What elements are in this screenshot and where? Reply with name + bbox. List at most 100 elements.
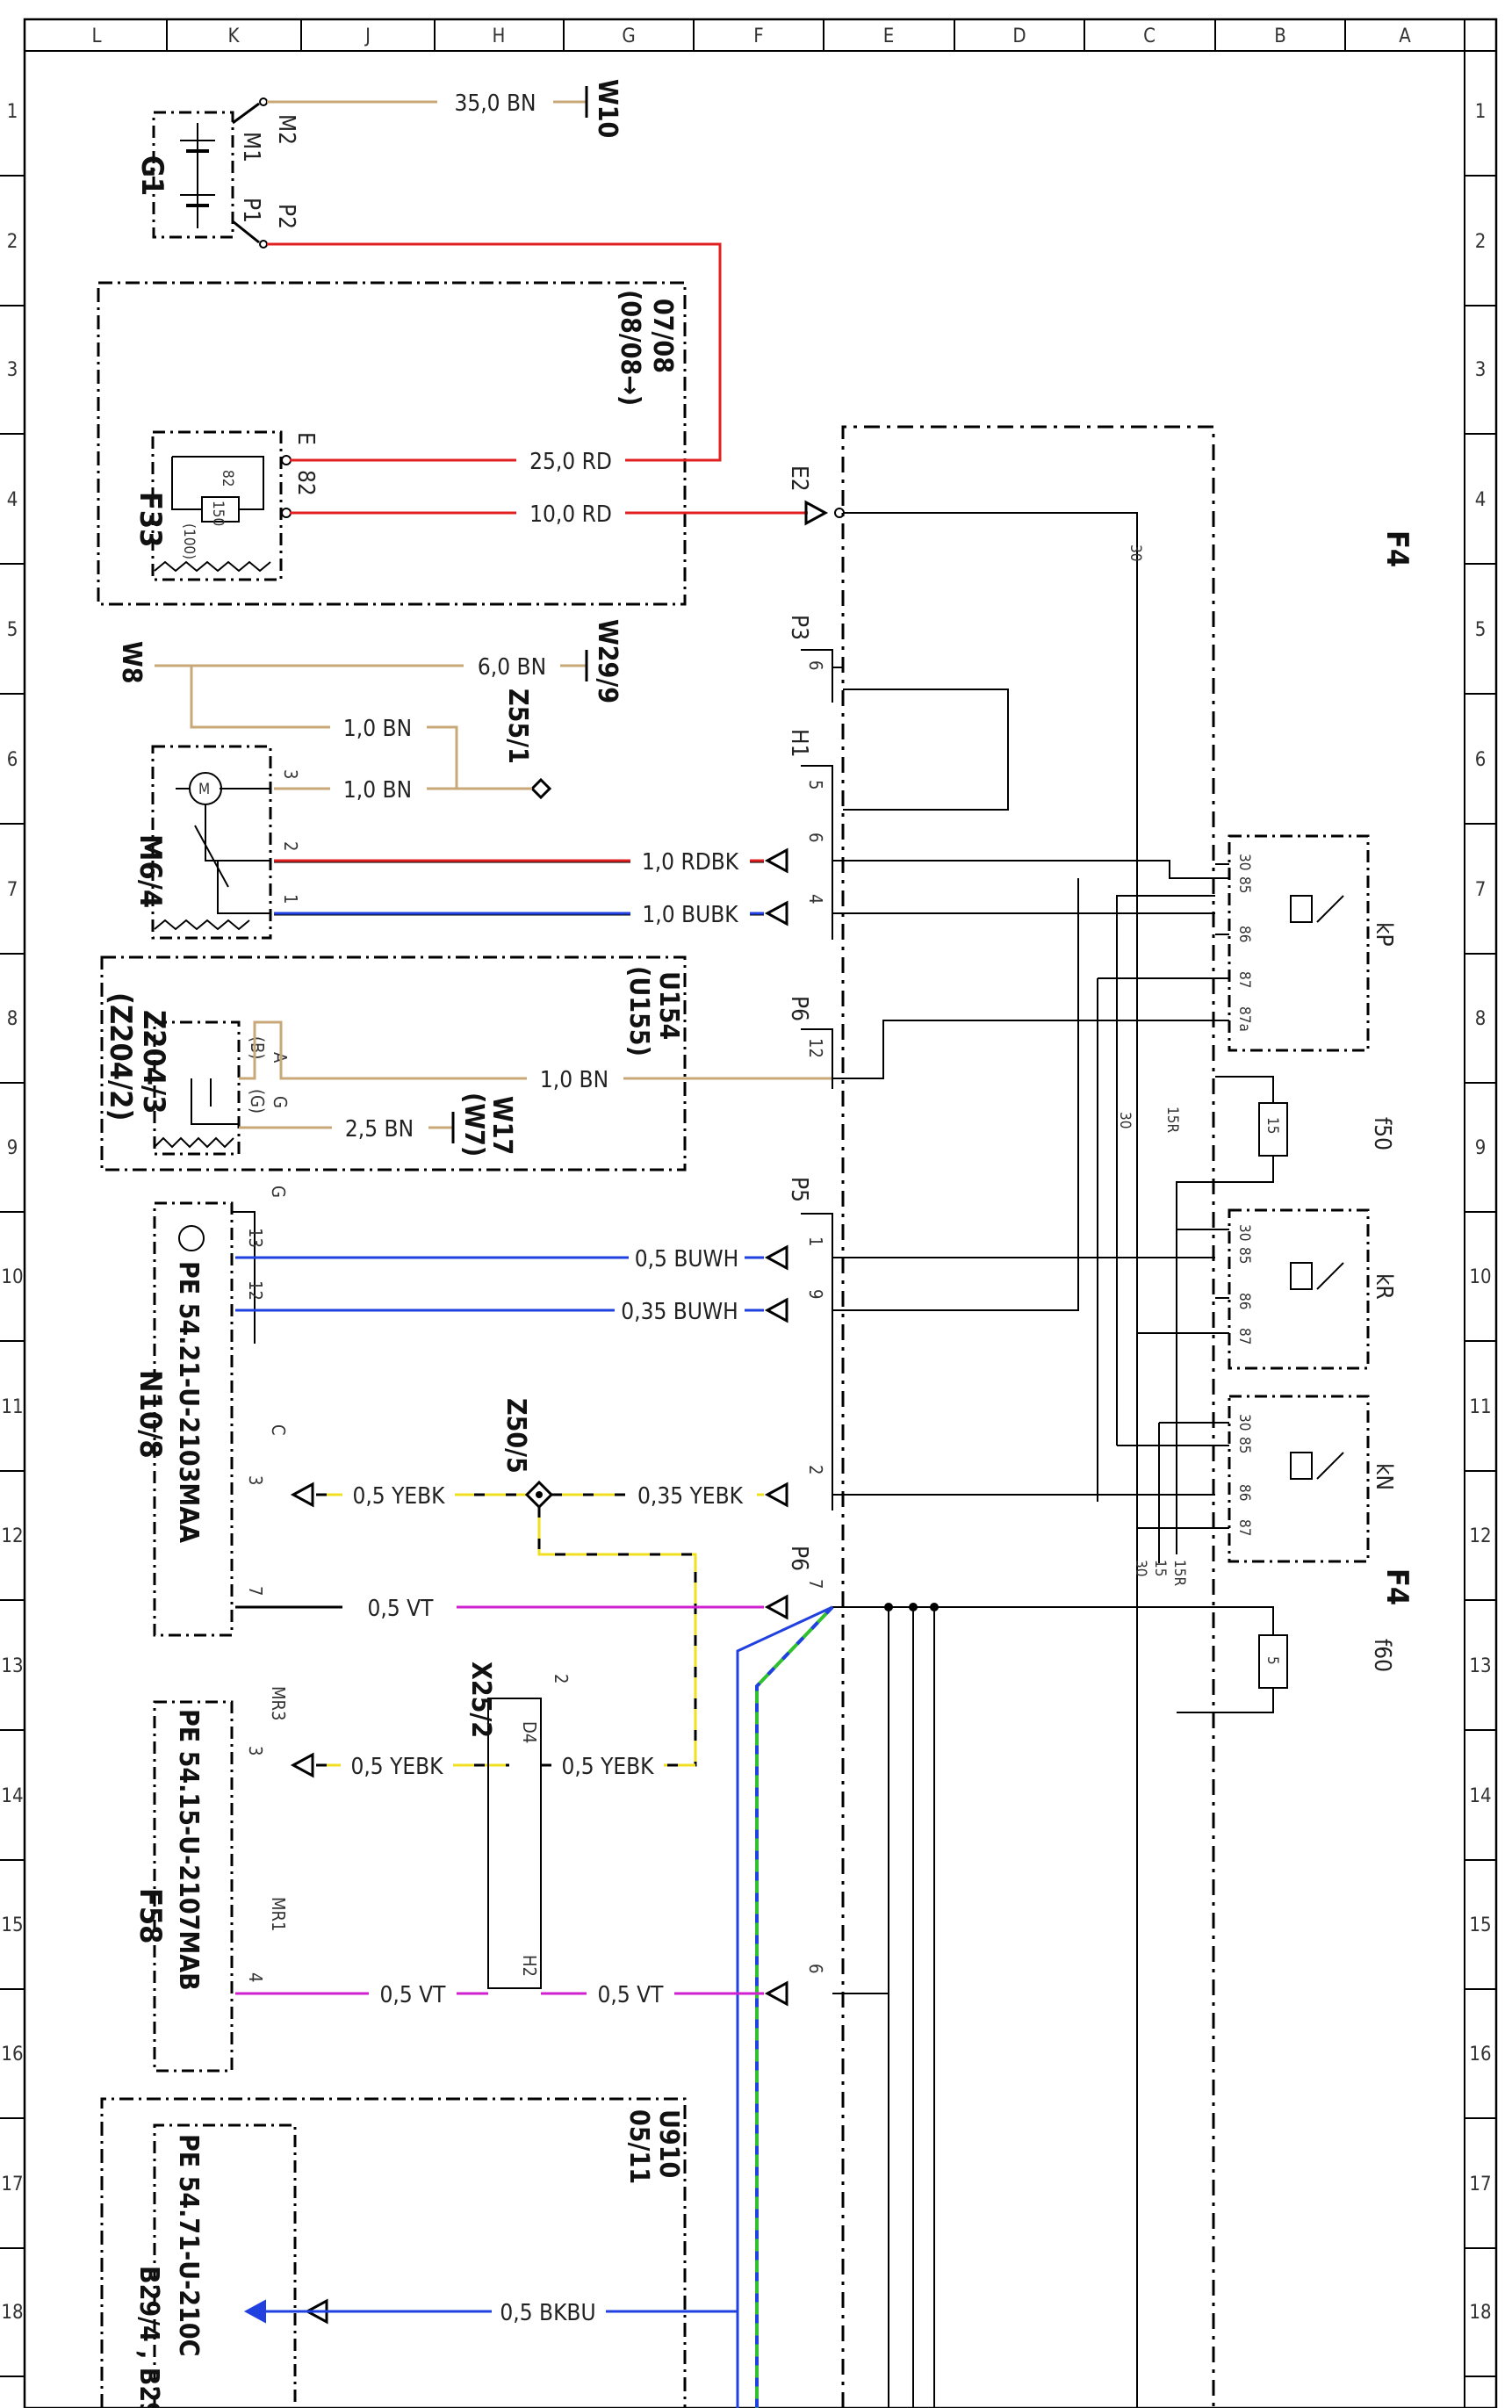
f33-ref2: (08/08→) xyxy=(615,290,645,406)
x25-d4: D4 xyxy=(519,1721,540,1743)
g1-label: G1 xyxy=(134,155,169,196)
grid-letter-l: L xyxy=(91,25,101,47)
m64-pin2: 2 xyxy=(280,841,301,851)
z204-b: (B) xyxy=(247,1036,268,1059)
p6-pin6: 6 xyxy=(805,1964,826,1973)
u910-ref: 05/11 xyxy=(623,2109,654,2184)
u155-label: (U155) xyxy=(623,966,654,1056)
f58-label: F58 xyxy=(133,1888,168,1943)
grid-letter-j: J xyxy=(364,25,371,47)
row-3-left: 3 xyxy=(7,359,18,381)
w8-label: W8 xyxy=(116,641,147,684)
z55-1-label: Z55/1 xyxy=(502,689,533,764)
row-1-right: 1 xyxy=(1475,101,1487,123)
n10-8-module: N10/8 PE 54.21-U-2103MAA xyxy=(133,1201,234,1637)
row-11-right: 11 xyxy=(1469,1396,1491,1418)
z204-2-label: (Z204/2) xyxy=(103,992,138,1121)
row-17-right: 17 xyxy=(1469,2174,1491,2195)
kp-30: 30 xyxy=(1235,854,1253,870)
row-15-right: 15 xyxy=(1469,1914,1491,1936)
row-5-right: 5 xyxy=(1475,619,1487,641)
z204-3-label: Z204/3 xyxy=(136,1010,171,1114)
row-9-left: 9 xyxy=(7,1137,18,1159)
grid-letter-k: K xyxy=(228,25,241,47)
row-4-right: 4 xyxy=(1475,489,1487,511)
wire-label-25rd: 25,0 RD xyxy=(529,449,612,475)
grid-letter-a: A xyxy=(1399,25,1411,47)
grid-letter-g: G xyxy=(622,25,635,47)
row-6-right: 6 xyxy=(1475,749,1487,771)
f33-e: E xyxy=(292,432,319,445)
row-13-left: 13 xyxy=(1,1655,23,1677)
w17-label: W17 xyxy=(486,1096,517,1155)
wire-label-05vt-a: 0,5 VT xyxy=(368,1596,435,1622)
u910-label: U910 xyxy=(653,2109,684,2178)
p6-pin12: 12 xyxy=(805,1038,826,1058)
grid-column-dividers xyxy=(166,19,1346,51)
f58-pe: PE 54.15-U-2107MAB xyxy=(173,1709,204,1991)
pin-m2: M2 xyxy=(273,114,299,145)
row-9-right: 9 xyxy=(1475,1137,1487,1159)
svg-text:M: M xyxy=(198,781,210,798)
f33-ref: 07/08 xyxy=(647,299,678,373)
f33-fuse: 150 82 (100) F33 xyxy=(133,430,283,581)
row-10-left: 10 xyxy=(1,1266,23,1288)
f4-box xyxy=(841,425,1215,2408)
wire-label-05yebk-a: 0,5 YEBK xyxy=(352,1483,445,1510)
p5-label: P5 xyxy=(786,1177,812,1202)
f58-pin4: 4 xyxy=(245,1972,266,1982)
w10-label: W10 xyxy=(592,79,623,138)
kr-86: 86 xyxy=(1235,1293,1253,1309)
grid-letter-e: E xyxy=(883,25,895,47)
row-16-right: 16 xyxy=(1469,2044,1491,2066)
b29-label: B29/4 , B29/3 xyxy=(133,2266,164,2408)
wire-label-05buwh: 0,5 BUWH xyxy=(635,1246,739,1272)
row-15-left: 15 xyxy=(1,1914,23,1936)
m6-4-label: M6/4 xyxy=(133,834,168,908)
z204-gg: (G) xyxy=(247,1089,268,1114)
n10-8-pe: PE 54.21-U-2103MAA xyxy=(173,1261,204,1543)
wire-30b: 30 xyxy=(1116,1112,1134,1128)
g1-battery: G1 M2 M1 P1 P2 xyxy=(134,97,299,249)
n10-12: 12 xyxy=(245,1280,266,1301)
f33-group-box xyxy=(97,281,687,606)
wire-label-1bn-b: 1,0 BN xyxy=(343,777,412,804)
f33-82b: 82 xyxy=(292,470,319,496)
f33-82: 82 xyxy=(219,470,236,487)
p3-label: P3 xyxy=(786,615,812,640)
kr-87: 87 xyxy=(1235,1328,1253,1345)
kn-30: 30 xyxy=(1235,1414,1253,1431)
relay-kp: kP 30 85 86 87 87a xyxy=(1228,834,1397,1052)
relay-kr: kR 30 85 86 87 xyxy=(1228,1208,1397,1370)
wire-label-05vt-b: 0,5 VT xyxy=(380,1982,447,2008)
m64-pin3: 3 xyxy=(280,769,301,779)
f33-150: 150 xyxy=(209,501,227,526)
wire-label-035buwh: 0,35 BUWH xyxy=(621,1299,738,1325)
pin-m1: M1 xyxy=(238,132,264,162)
m6-4-motor: M M6/4 3 2 1 xyxy=(133,745,301,940)
kp-86: 86 xyxy=(1235,926,1253,942)
row-2-left: 2 xyxy=(7,231,18,253)
kr-85: 85 xyxy=(1235,1247,1253,1264)
n10-8-label: N10/8 xyxy=(133,1370,168,1459)
x25-2-connector xyxy=(487,1698,542,1989)
kn-label: kN xyxy=(1371,1463,1397,1490)
row-12-left: 12 xyxy=(1,1525,23,1547)
row-16-left: 16 xyxy=(1,2044,23,2066)
x25-h2: H2 xyxy=(519,1955,540,1977)
row-3-right: 3 xyxy=(1475,359,1487,381)
fuse-f50: 15 f50 xyxy=(1176,1076,1395,1554)
row-1-left: 1 xyxy=(7,101,18,123)
f58-mr3: MR3 xyxy=(268,1686,289,1720)
f58-mr1: MR1 xyxy=(268,1897,289,1931)
pin-p1: P1 xyxy=(238,198,264,223)
row-6-left: 6 xyxy=(7,749,18,771)
row-14-left: 14 xyxy=(1,1785,23,1807)
p5-pin1: 1 xyxy=(805,1236,826,1246)
wire-label-1rdbk: 1,0 RDBK xyxy=(642,849,739,876)
f50-label: f50 xyxy=(1369,1117,1395,1150)
h1-pin4: 4 xyxy=(805,894,826,904)
p3-pin6: 6 xyxy=(805,660,826,670)
row-4-left: 4 xyxy=(7,489,18,511)
